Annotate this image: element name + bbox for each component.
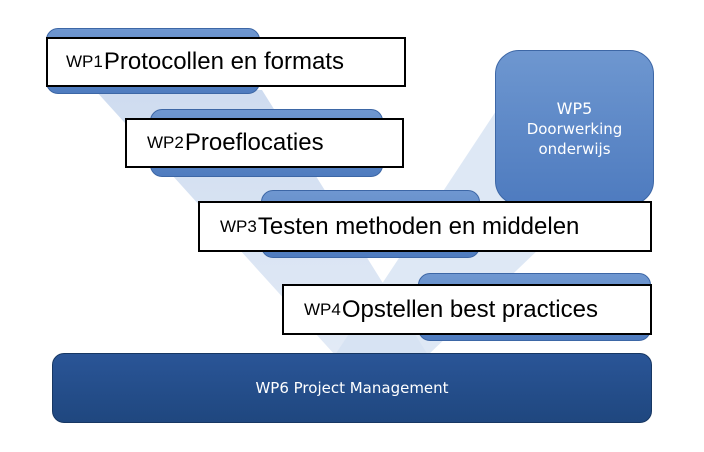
wp4-code: WP4 <box>304 299 341 319</box>
wp3-title: Testen methoden en middelen <box>257 212 580 240</box>
wp1-title: Protocollen en formats <box>103 48 344 75</box>
wp6-label: WP6 Project Management <box>255 379 449 397</box>
wp6-bar: WP6 Project Management <box>52 353 652 423</box>
wp3-code: WP3 <box>220 216 257 236</box>
wp1-code: WP1 <box>66 52 103 71</box>
wp5-code: WP5 <box>556 99 593 118</box>
wp5-title-line2: onderwijs <box>538 140 611 158</box>
wp4-title: Opstellen best practices <box>341 295 598 323</box>
wp2-code: WP2 <box>147 133 184 152</box>
wp2-title: Proeflocaties <box>184 129 324 156</box>
wp5-title-line1: Doorwerking <box>526 120 623 138</box>
wp5-box: WP5 Doorwerking onderwijs <box>495 50 654 205</box>
